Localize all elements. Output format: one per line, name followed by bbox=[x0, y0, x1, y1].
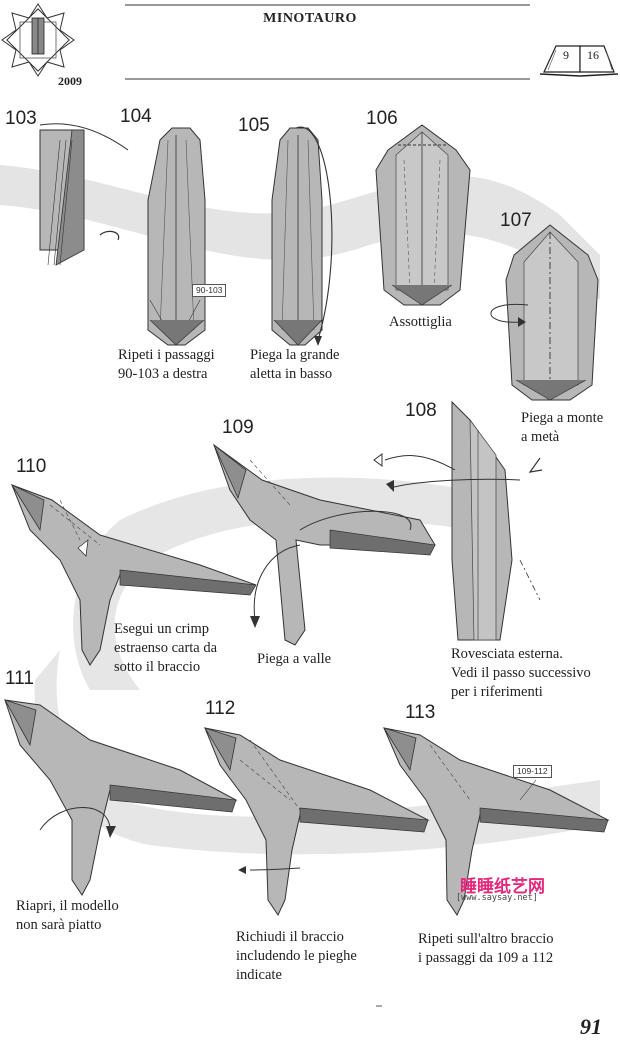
watermark-text: 睡睡纸艺网 bbox=[460, 877, 545, 897]
caption-step-112: Richiudi il braccio includendo le pieghe… bbox=[236, 929, 357, 983]
watermark: 睡睡纸艺网 [www.saysay.net] bbox=[456, 870, 576, 910]
step-number-103: 103 bbox=[5, 108, 37, 129]
diagram-step-113 bbox=[383, 727, 610, 917]
page-number: 91 bbox=[580, 1014, 602, 1039]
diagram-step-112 bbox=[204, 727, 430, 917]
diagram-step-109 bbox=[212, 443, 436, 646]
book-page-right: 16 bbox=[587, 48, 599, 62]
background-band-middle bbox=[73, 477, 470, 690]
diagram-step-111 bbox=[4, 699, 238, 896]
book-icon bbox=[539, 45, 619, 77]
caption-step-105: Piega la grande aletta in basso bbox=[250, 347, 340, 382]
diagram-step-103 bbox=[39, 123, 129, 266]
diagram-step-107 bbox=[490, 224, 599, 401]
diagram-step-106 bbox=[375, 124, 471, 306]
caption-step-108: Rovesciata esterna. Vedi il passo succes… bbox=[451, 646, 591, 700]
caption-step-109: Piega a valle bbox=[257, 651, 332, 667]
header-emblem bbox=[1, 3, 75, 77]
header-title: MINOTAURO bbox=[263, 11, 357, 26]
reference-box-90-103: 90-103 bbox=[192, 284, 227, 297]
step-number-113: 113 bbox=[405, 702, 436, 723]
header-year: 2009 bbox=[58, 74, 82, 88]
step-number-111: 111 bbox=[5, 668, 34, 689]
caption-step-111: Riapri, il modello non sarà piatto bbox=[16, 898, 119, 933]
caption-step-113: Ripeti sull'altro braccio i passaggi da … bbox=[418, 931, 554, 966]
book-page-left: 9 bbox=[563, 48, 569, 62]
step-number-105: 105 bbox=[238, 115, 270, 136]
caption-step-110: Esegui un crimp estraenso carta da sotto… bbox=[114, 621, 218, 675]
reference-box-109-112: 109-112 bbox=[513, 765, 552, 778]
diagram-step-108 bbox=[373, 400, 543, 641]
step-number-108: 108 bbox=[405, 400, 437, 421]
diagram-step-110 bbox=[10, 484, 257, 666]
step-number-112: 112 bbox=[205, 698, 236, 719]
caption-step-106: Assottiglia bbox=[389, 314, 452, 330]
watermark-url: [www.saysay.net] bbox=[456, 893, 538, 903]
diagram-step-104 bbox=[147, 127, 206, 346]
caption-step-104: Ripeti i passaggi 90-103 a destra bbox=[118, 347, 215, 382]
step-number-110: 110 bbox=[16, 456, 47, 477]
step-number-107: 107 bbox=[500, 210, 532, 231]
diagram-step-105 bbox=[271, 126, 333, 346]
step-number-109: 109 bbox=[222, 417, 254, 438]
step-number-106: 106 bbox=[366, 108, 398, 129]
caption-step-107: Piega a monte a metà bbox=[521, 410, 604, 445]
step-number-104: 104 bbox=[120, 106, 152, 127]
